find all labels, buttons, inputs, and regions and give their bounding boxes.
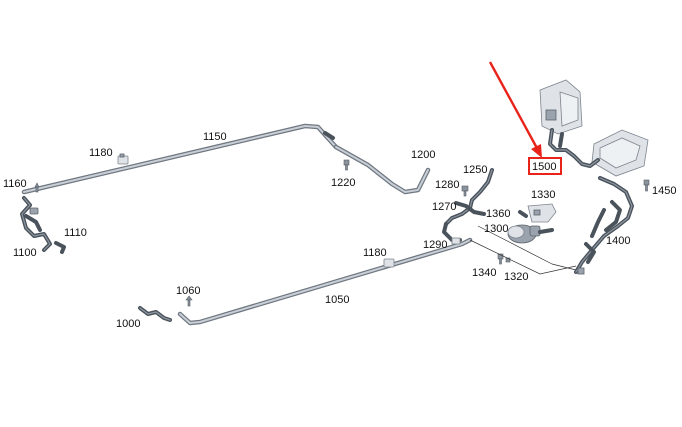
pipe-1200 bbox=[323, 131, 431, 195]
label-1180-lower: 1180 bbox=[363, 247, 387, 259]
label-1500: 1500 bbox=[532, 161, 556, 173]
highlight-box-1500 bbox=[528, 157, 562, 175]
label-1180-upper: 1180 bbox=[89, 147, 113, 159]
label-1360: 1360 bbox=[486, 208, 510, 220]
label-1450: 1450 bbox=[652, 185, 676, 197]
label-1050: 1050 bbox=[325, 294, 349, 306]
label-1150: 1150 bbox=[203, 131, 227, 143]
label-1250: 1250 bbox=[463, 164, 487, 176]
label-1300: 1300 bbox=[484, 223, 508, 235]
hose-1400 bbox=[574, 176, 634, 275]
label-1000: 1000 bbox=[116, 318, 140, 330]
label-1060: 1060 bbox=[176, 285, 200, 297]
clip-1360 bbox=[518, 210, 528, 218]
label-1270: 1270 bbox=[432, 201, 456, 213]
hose-1270 bbox=[454, 201, 486, 216]
clip-1110 bbox=[54, 241, 66, 254]
callout-arrow bbox=[488, 61, 542, 158]
bolt-1060 bbox=[185, 295, 193, 307]
label-1110: 1110 bbox=[64, 227, 87, 239]
pipe-1150 bbox=[21, 123, 339, 195]
label-1320: 1320 bbox=[504, 271, 528, 283]
bracket-1330 bbox=[527, 203, 557, 223]
hose-1500 bbox=[548, 128, 600, 168]
label-1160: 1160 bbox=[3, 178, 27, 190]
bolt-1450 bbox=[643, 179, 650, 192]
bolt-1320 bbox=[505, 257, 511, 263]
control-module-lower bbox=[591, 129, 649, 177]
label-1290: 1290 bbox=[423, 239, 447, 251]
bolt-1280 bbox=[461, 185, 469, 197]
label-1220: 1220 bbox=[331, 177, 355, 189]
bolt-1220 bbox=[343, 159, 350, 171]
clip-1180-lower bbox=[383, 258, 395, 268]
label-1400: 1400 bbox=[606, 235, 630, 247]
pipe-1050 bbox=[177, 237, 473, 326]
control-module-upper bbox=[539, 79, 583, 135]
bolt-1340 bbox=[497, 253, 504, 265]
bolt-1160 bbox=[34, 182, 40, 193]
hose-1100 bbox=[20, 196, 52, 252]
clip-1290 bbox=[451, 237, 461, 245]
label-1200: 1200 bbox=[411, 149, 435, 161]
label-1280: 1280 bbox=[435, 179, 459, 191]
assembly-outline bbox=[469, 225, 577, 275]
clip-1180-upper bbox=[117, 153, 129, 165]
label-1330: 1330 bbox=[531, 189, 555, 201]
label-1340: 1340 bbox=[472, 267, 496, 279]
pump-1300 bbox=[507, 224, 554, 244]
hose-1000 bbox=[138, 306, 172, 322]
label-1100: 1100 bbox=[13, 247, 37, 259]
